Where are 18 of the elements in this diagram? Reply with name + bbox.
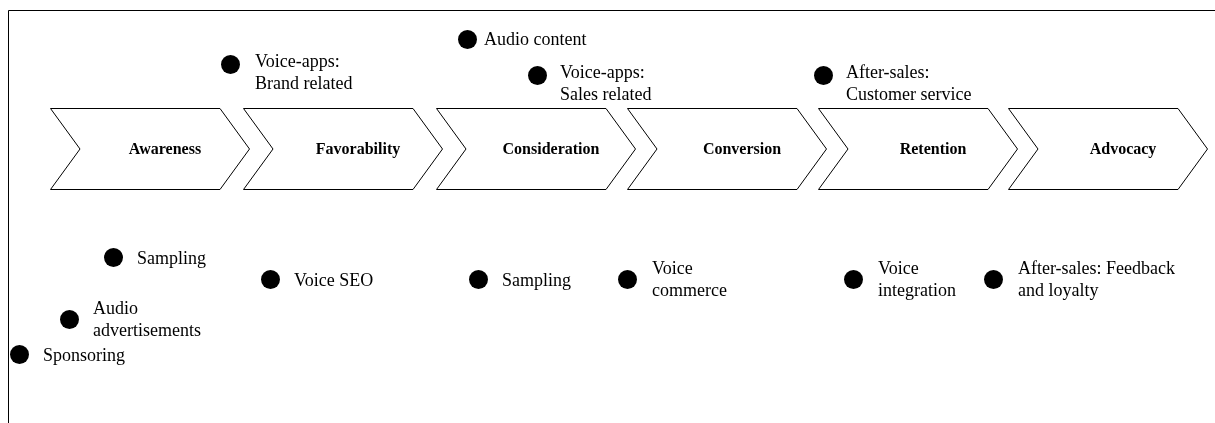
bullet-text: Sampling (502, 269, 572, 291)
bullet-text: Voice integration (878, 257, 957, 301)
bullet-text: After-sales: Customer service (846, 61, 973, 105)
bullet-text: After-sales: Feedback and loyalty (1018, 257, 1177, 301)
bullet-text: Voice-apps: Sales related (560, 61, 653, 105)
chevron-step: Advocacy (1008, 108, 1208, 190)
chevron-step: Conversion (627, 108, 827, 190)
chevron-step: Awareness (50, 108, 250, 190)
bullet-text: Voice commerce (652, 257, 728, 301)
chevron-step: Consideration (436, 108, 636, 190)
bullet-text: Sponsoring (43, 344, 126, 366)
bullet-text: Audio content (484, 28, 588, 50)
chevron-step: Favorability (243, 108, 443, 190)
chevron-step: Retention (818, 108, 1018, 190)
bullet-text: Sampling (137, 247, 207, 269)
bullet-text: Audio advertisements (93, 297, 202, 341)
bullet-text: Voice-apps: Brand related (255, 50, 354, 94)
bullet-text: Voice SEO (294, 269, 375, 291)
